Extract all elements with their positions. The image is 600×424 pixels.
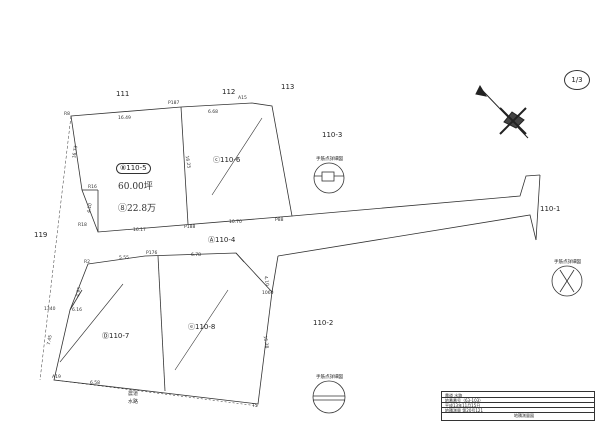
dim-label: 16.49 [118, 116, 131, 121]
legend-circle-3 [312, 380, 346, 414]
title-block: 農道 水路 地番番号（63-103） 平成13年11月15日 地積測量 第20号… [441, 391, 595, 421]
legend-title-2: 手筋点詳細図 [554, 260, 581, 265]
point-label: T5 [252, 404, 258, 409]
road-label: 農道 [128, 391, 139, 397]
point-label: 1340 [44, 307, 56, 312]
waterway-label: 水路 [128, 399, 139, 405]
dim-label: 16.25 [183, 155, 191, 169]
dim-label: 4.10 [262, 275, 270, 287]
parcel-119-label: 119 [34, 231, 48, 239]
title-row-4: 地積測量 第20号121 [445, 408, 483, 413]
road-south-edge [277, 214, 537, 257]
road-north-edge [291, 174, 541, 217]
point-label: P187 [168, 101, 180, 106]
legend-circle-1 [313, 162, 345, 194]
parcel-110-5-label: ⑧110-5 [116, 163, 151, 174]
parcel-110-3-label: 110-3 [322, 131, 343, 139]
parcel-111-label: 111 [116, 90, 130, 98]
parcel-divider-5-6 [180, 106, 189, 225]
parcel-110-4-label: Ⓐ110-4 [208, 236, 236, 244]
legend-circle-2 [551, 265, 583, 297]
point-label: P176 [146, 251, 158, 256]
point-label: P188 [184, 225, 196, 230]
parcel-110-2-label: 110-2 [313, 319, 334, 327]
dim-label: 5.55 [119, 256, 130, 261]
lower-block-outline [53, 252, 273, 405]
point-label: R8 [64, 112, 70, 117]
dim-label: 6.16 [72, 308, 83, 313]
parcel-110-7-label: Ⓓ110-7 [102, 332, 130, 340]
point-label: P88 [275, 218, 284, 223]
title-row-5: 地積測量図 [514, 413, 534, 418]
dim-label: 6.58 [90, 381, 101, 386]
point-label: R16 [88, 185, 97, 190]
parcel-112-label: 112 [222, 88, 236, 96]
legend-title-3: 手筋点詳細図 [316, 375, 343, 380]
point-label: A15 [238, 96, 247, 101]
title-row-3: 平成13年11月15日 [445, 403, 481, 408]
dim-label: 10.70 [229, 220, 242, 225]
dim-label: 16.38 [261, 335, 269, 349]
dim-label: 6.78 [191, 253, 202, 258]
point-label: A19 [52, 375, 61, 380]
sheet-number-badge: 1/3 [564, 70, 590, 90]
parcel-110-8-label: ⓔ110-8 [188, 323, 216, 331]
dim-label: 16.17 [133, 228, 146, 233]
legend-title-1: 手筋点詳細図 [316, 157, 343, 162]
point-label: R18 [78, 223, 87, 228]
parcel-divider-7-8 [157, 255, 166, 392]
north-arrow-icon [475, 84, 529, 139]
parcel-113-label: 113 [281, 83, 295, 91]
title-row-2: 地番番号（63-103） [445, 398, 484, 403]
title-row-1: 農道 水路 [445, 393, 463, 398]
point-label: R2 [84, 260, 90, 265]
handwritten-tsubo: 60.00坪 [118, 182, 153, 192]
upper-block-outline [70, 102, 293, 233]
parcel-110-1-label: 110-1 [540, 205, 561, 213]
point-label: 1060 [262, 291, 274, 296]
parcel-110-6-label: ⓒ110-6 [213, 156, 241, 164]
handwritten-area: ⑧22.8万 [118, 204, 157, 214]
dim-label: 6.68 [208, 110, 219, 115]
